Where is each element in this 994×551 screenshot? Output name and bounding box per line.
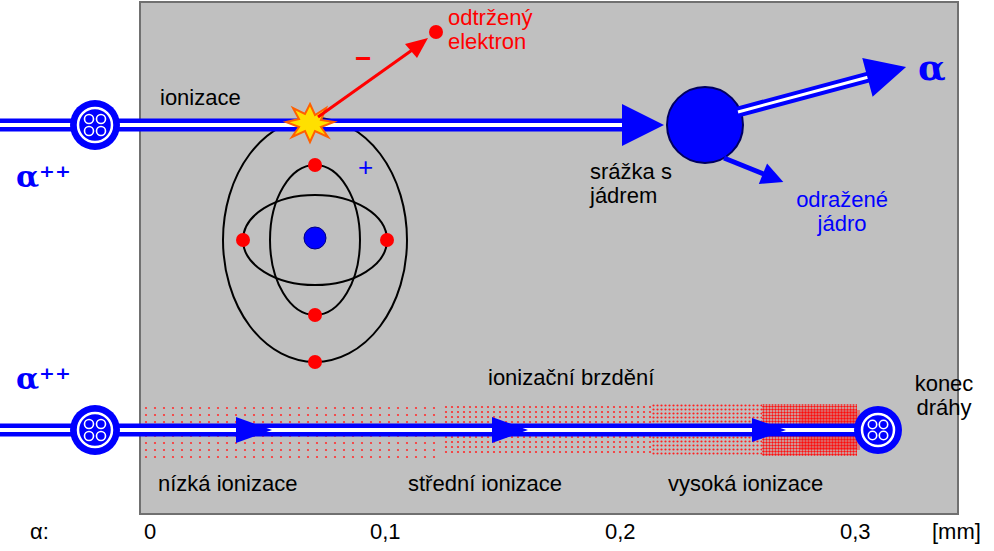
collision-label: srážka s jádrem (590, 160, 700, 208)
ionization-band (142, 402, 860, 458)
axis-name: α: (30, 520, 49, 544)
scattered-alpha (733, 48, 911, 132)
alpha-particle-icon (70, 405, 120, 455)
target-nucleus (667, 87, 743, 163)
track-end-label: konec dráhy (905, 372, 983, 420)
atom-model (223, 118, 407, 362)
alpha-particle-icon (854, 406, 902, 454)
atom-nucleus (304, 227, 326, 249)
axis-tick: 0 (144, 520, 156, 544)
axis-tick: 0,1 (370, 520, 401, 544)
electron-label: odtržený elektron (448, 6, 573, 54)
alpha-symbol: α (918, 48, 946, 88)
axis-unit: [mm] (932, 520, 981, 544)
ionization-level: vysoká ionizace (668, 472, 823, 496)
ionization-level: nízká ionizace (158, 472, 297, 496)
alpha-particle-icon (70, 100, 120, 150)
axis-tick: 0,2 (605, 520, 636, 544)
ionization-label: ionizace (160, 86, 241, 110)
alpha-symbol: α⁺⁺ (16, 160, 71, 193)
charge-sign: − (355, 44, 371, 75)
alpha-symbol: α⁺⁺ (16, 362, 71, 395)
panel-ground (140, 2, 958, 514)
alpha-track-bottom (0, 417, 858, 443)
recoil-arrow (720, 148, 788, 192)
atom-electrons (236, 158, 394, 369)
electron-arrow (318, 25, 443, 117)
recoil-label: odražené jádro (778, 188, 906, 236)
ionization-level: střední ionizace (408, 472, 562, 496)
axis-tick: 0,3 (840, 520, 871, 544)
charge-sign: + (358, 153, 373, 182)
braking-label: ionizační brzdění (488, 366, 654, 390)
alpha-track-top (0, 104, 664, 146)
